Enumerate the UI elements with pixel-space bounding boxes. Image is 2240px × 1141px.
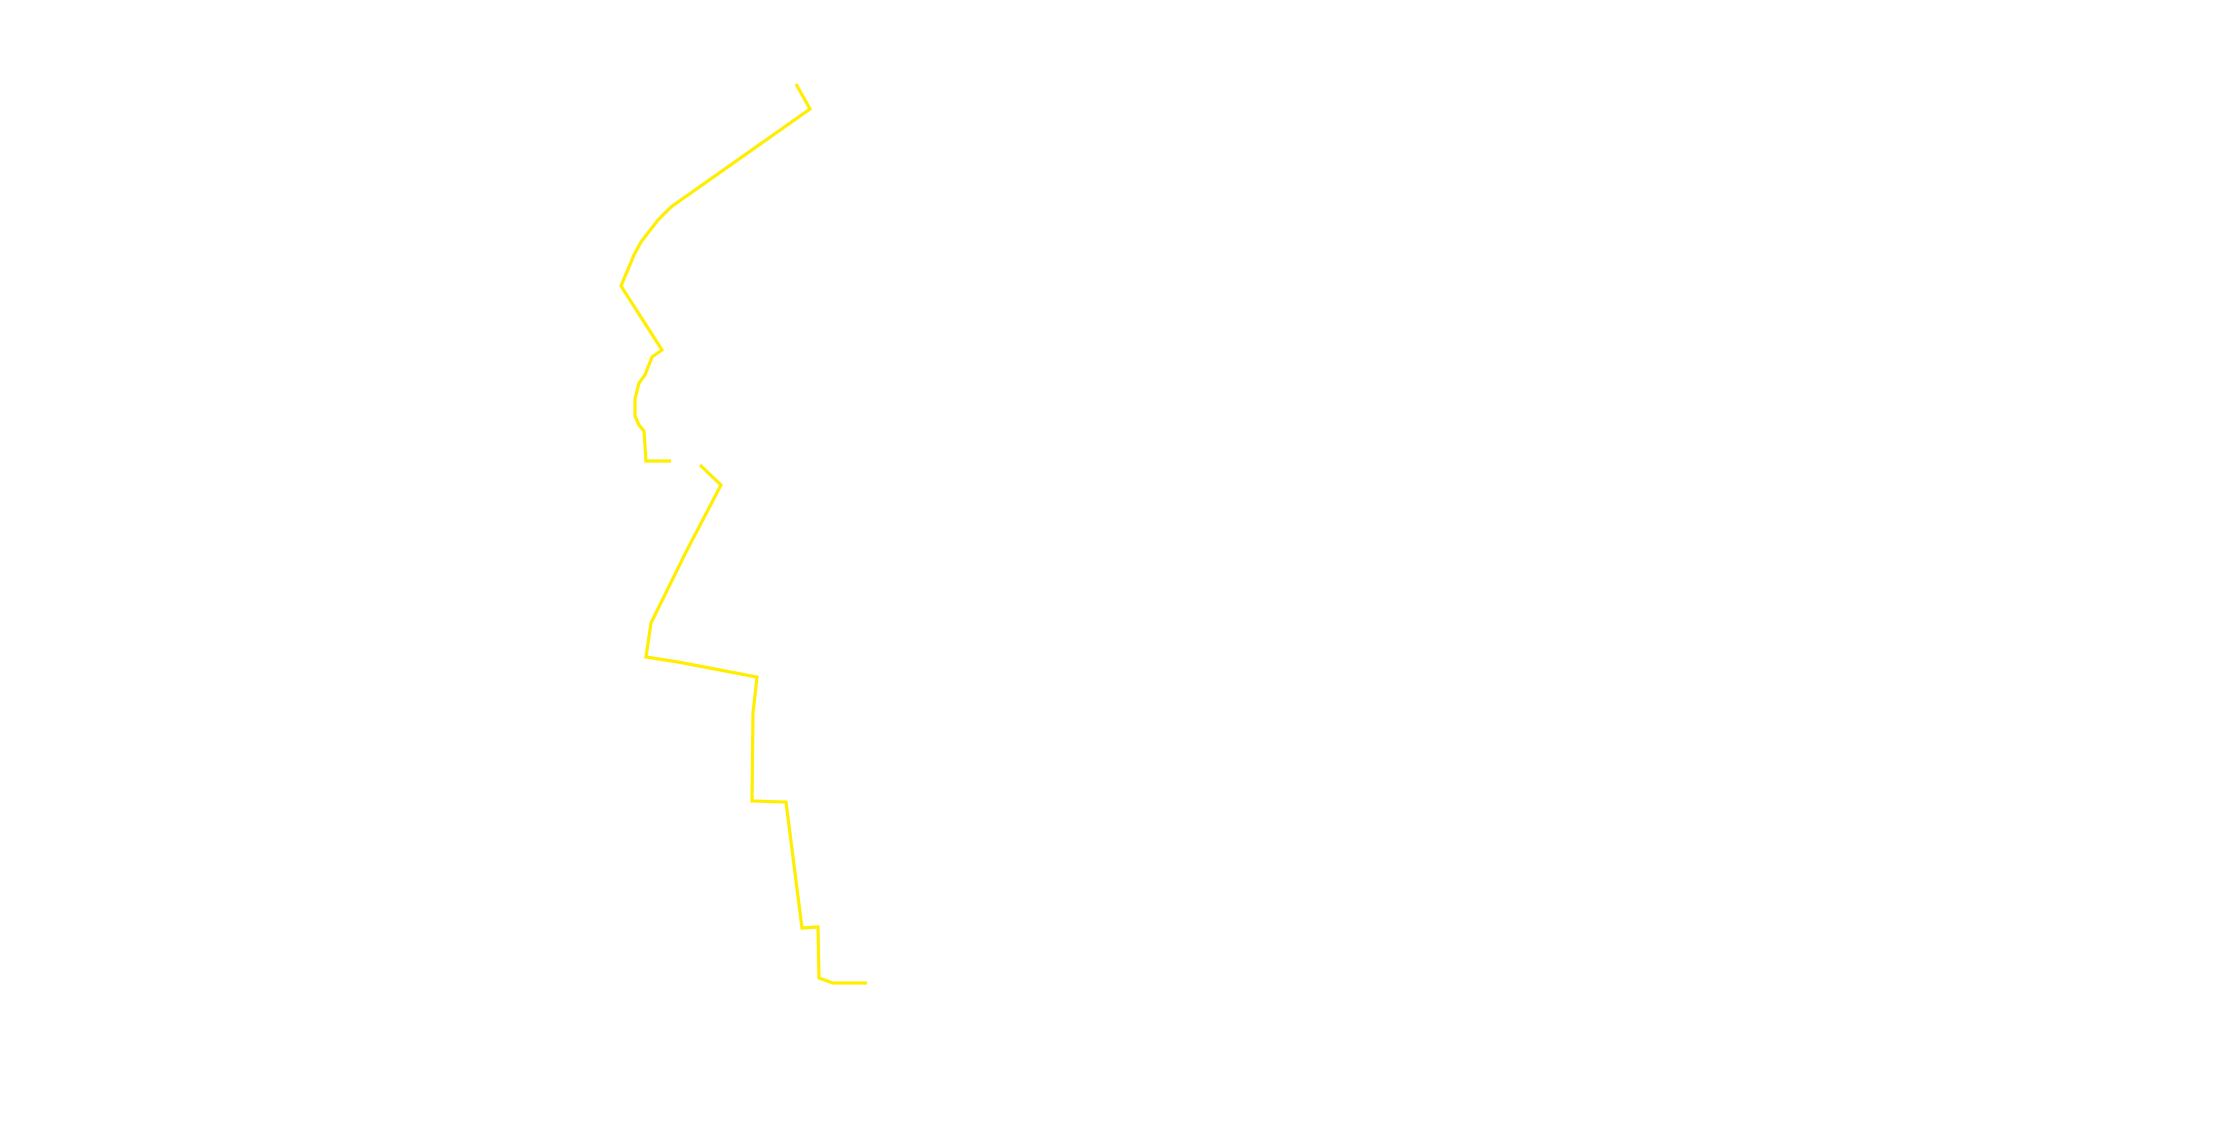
route-segment-north bbox=[619, 83, 813, 463]
route-segment-south bbox=[644, 463, 867, 985]
